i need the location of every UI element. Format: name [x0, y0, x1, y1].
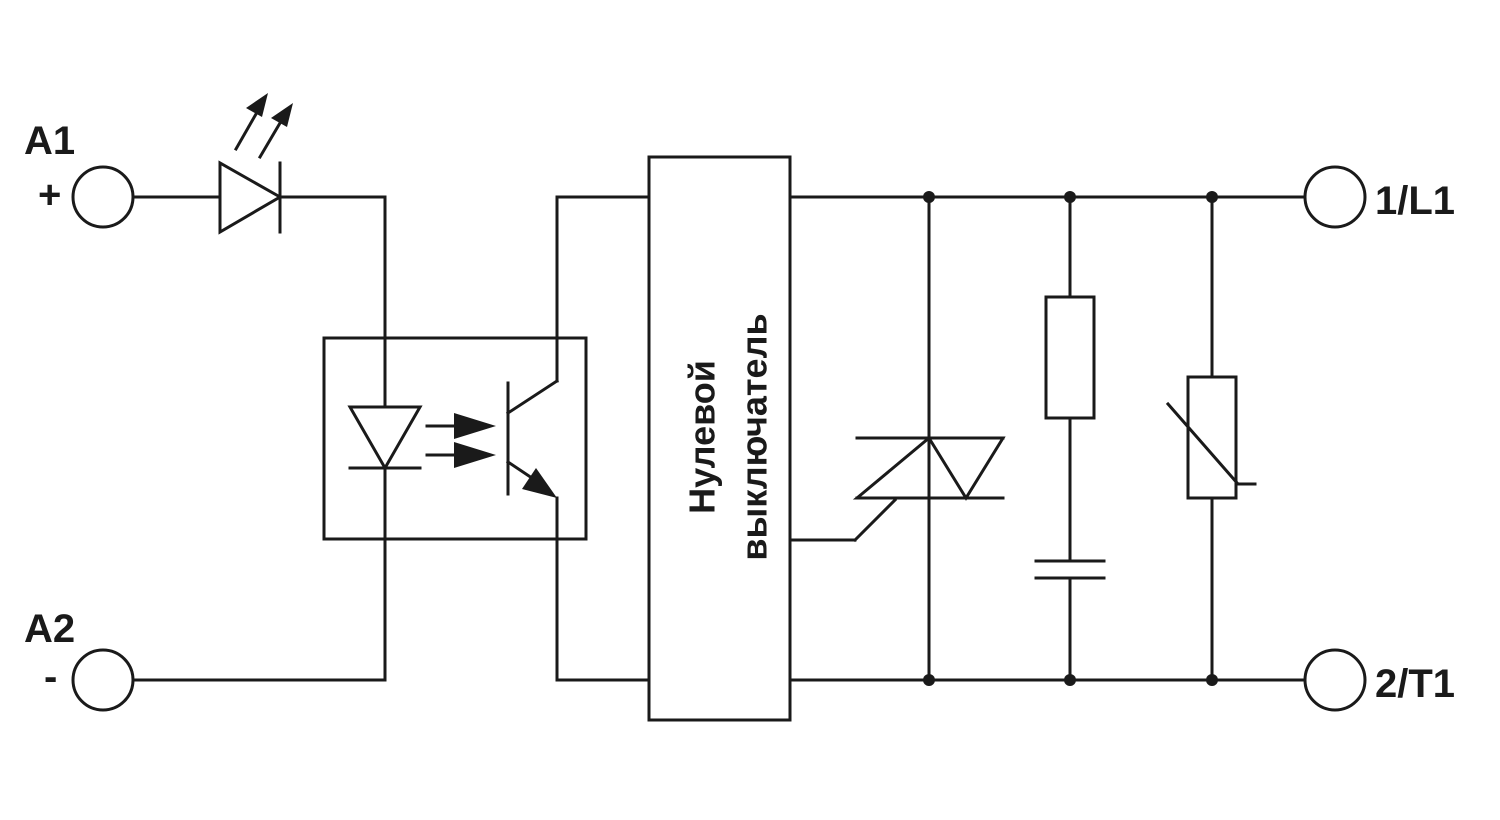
- terminal-a2-label: A2: [24, 607, 75, 651]
- terminal-t1-label: 2/T1: [1375, 662, 1455, 706]
- varistor: [1165, 195, 1257, 682]
- input-wires: [131, 195, 387, 682]
- terminal-a1-sign: +: [38, 173, 61, 217]
- rc-snubber: [1034, 195, 1106, 682]
- terminal-l1: [1303, 165, 1367, 229]
- zero-cross-label-line2: выключатель: [734, 313, 775, 560]
- optocoupler-led: [347, 405, 423, 472]
- terminal-a2-sign: -: [44, 655, 57, 699]
- terminal-l1-label: 1/L1: [1375, 179, 1455, 223]
- light-arrows: [425, 413, 496, 468]
- optocoupler-box: [322, 336, 588, 541]
- transistor-wires: [555, 195, 651, 682]
- triac: [788, 195, 1006, 682]
- indicator-led: [218, 93, 293, 235]
- junction-dots: [923, 191, 1218, 686]
- phototransistor: [505, 378, 560, 498]
- zero-cross-label-line1: Нулевой: [682, 360, 723, 514]
- terminal-a1: [71, 165, 135, 229]
- terminal-a2: [71, 648, 135, 712]
- zero-cross-switch-block: [647, 155, 792, 722]
- output-bus: [788, 195, 1307, 682]
- terminal-a1-label: A1: [24, 119, 75, 163]
- terminal-t1: [1303, 648, 1367, 712]
